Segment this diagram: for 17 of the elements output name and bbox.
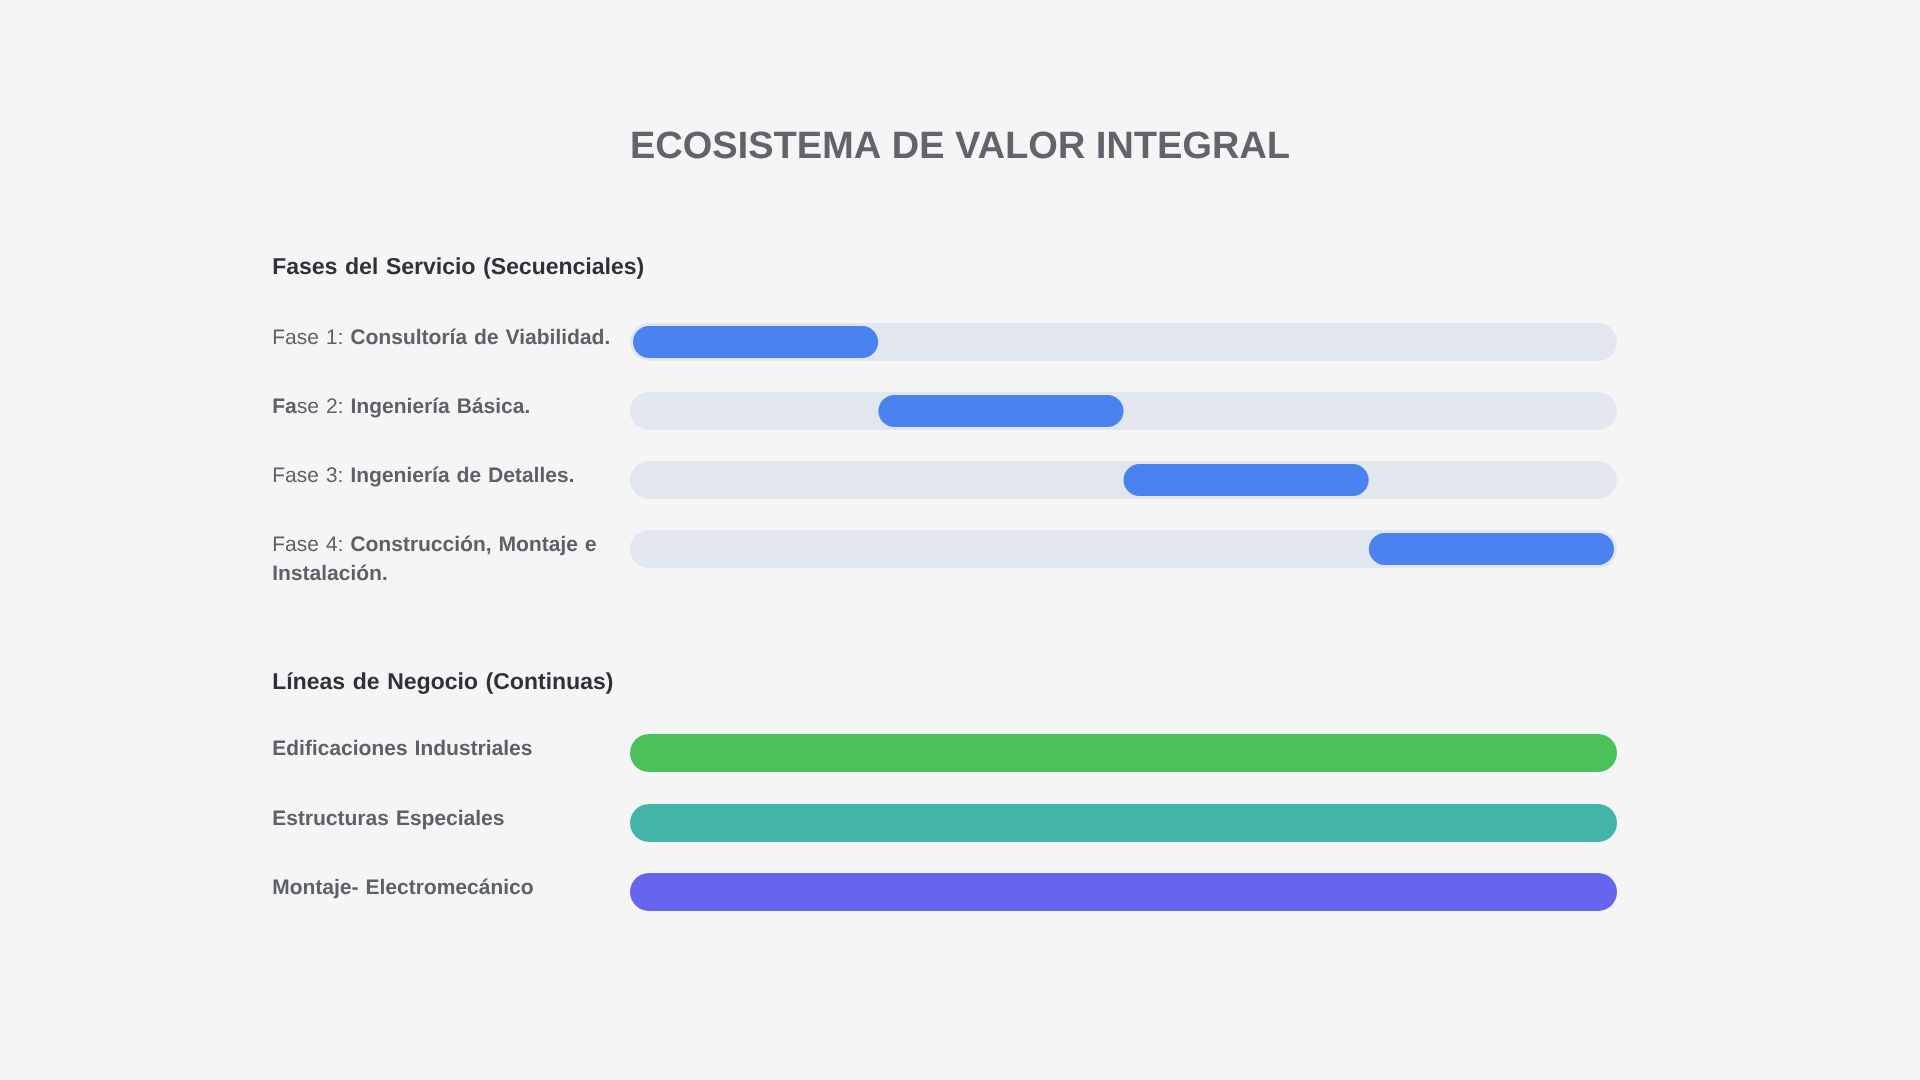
phase-bar — [878, 395, 1124, 427]
row-label: Montaje- Electromecánico — [273, 878, 533, 899]
row-label: Fase 2: Ingeniería Básica. — [273, 397, 529, 418]
phase-bar — [633, 326, 879, 358]
phase-bar — [1368, 533, 1614, 565]
phase-bar — [1123, 464, 1369, 496]
row-label: Estructuras Especiales — [273, 809, 504, 830]
section-heading: Fases del Servicio (Secuenciales) — [273, 257, 644, 279]
business-line-bar — [630, 804, 1617, 842]
business-line-bar — [630, 734, 1617, 772]
row-label: Fase 3: Ingeniería de Detalles. — [273, 466, 574, 487]
section-heading: Líneas de Negocio (Continuas) — [273, 672, 613, 694]
row-label: Edificaciones Industriales — [273, 739, 532, 756]
title: ECOSISTEMA DE VALOR INTEGRAL — [632, 131, 1289, 159]
business-line-bar — [630, 873, 1617, 911]
row-label: Fase 4: Construcción, Montaje e Instalación. — [273, 535, 596, 581]
row-label: Fase 1: Consultoría de Viabilidad. — [273, 328, 609, 345]
